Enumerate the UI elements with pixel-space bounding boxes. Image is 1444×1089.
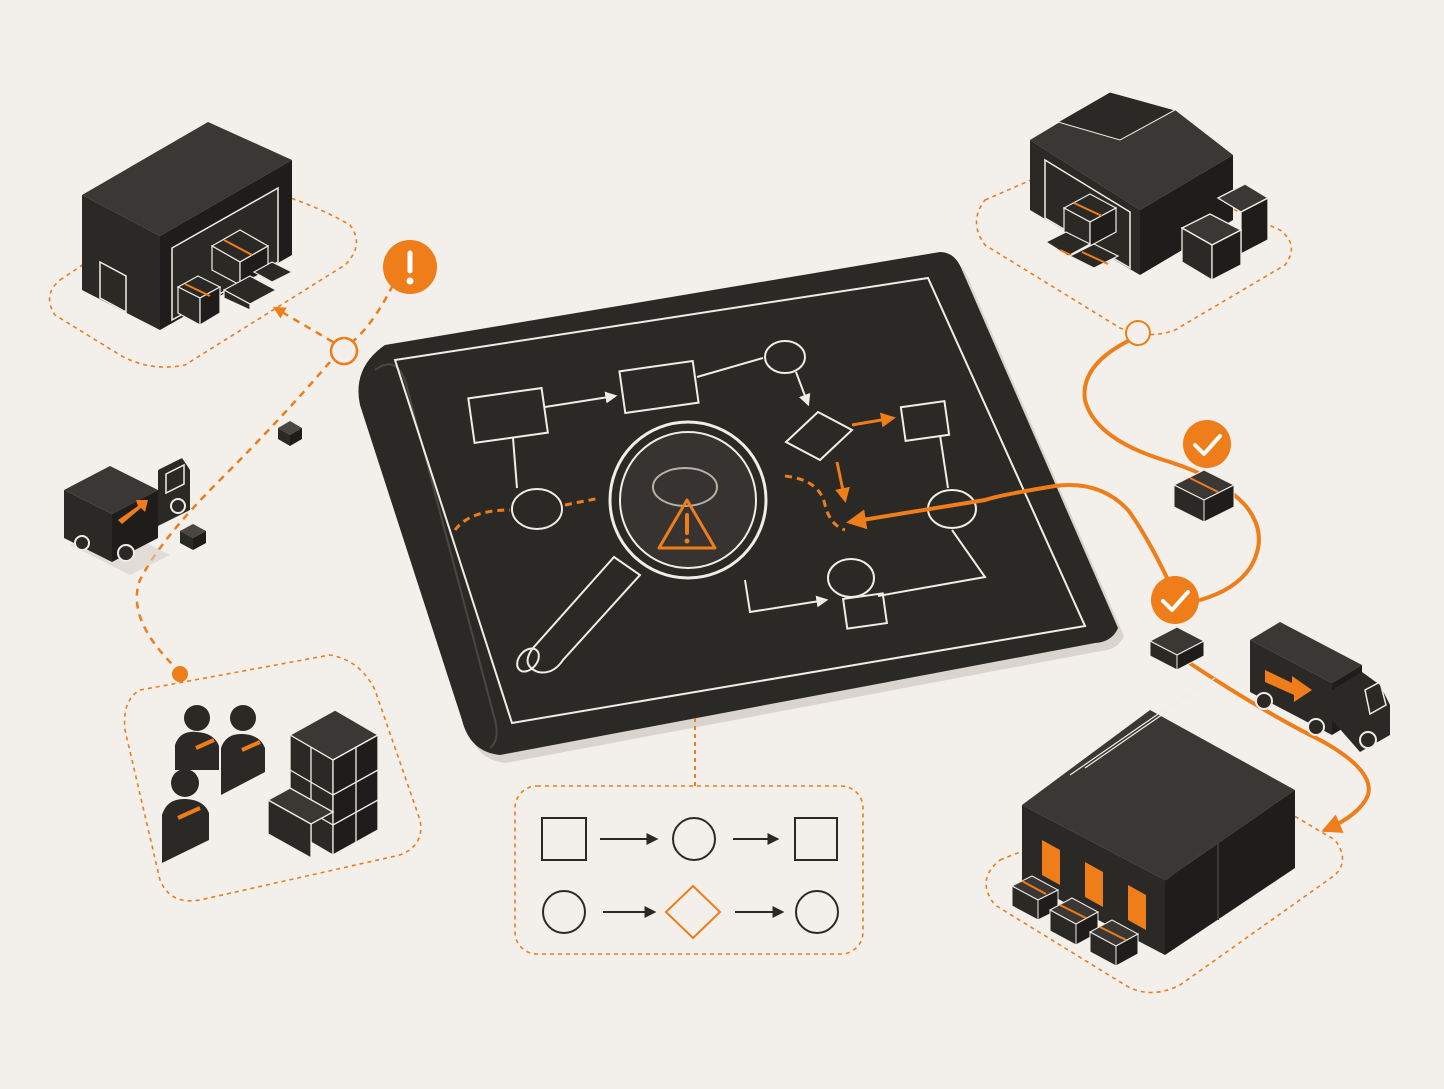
route-node-bottom: [172, 666, 188, 682]
zone-process-legend: [514, 785, 864, 955]
flow-node-top: [764, 340, 806, 374]
zone-top-left-warehouse: [48, 179, 358, 368]
delivery-truck-icon: [1250, 622, 1390, 752]
legend-circle: [795, 890, 839, 934]
flow-decision-diamond: [784, 410, 854, 462]
warning-alert-icon: [657, 498, 717, 550]
legend-square: [541, 817, 587, 861]
workers-icon: [162, 705, 265, 863]
flow-step-box-3: [899, 399, 951, 443]
legend-diamond: [664, 884, 722, 940]
worker-figure: [175, 705, 219, 770]
flow-step-box-2: [618, 359, 700, 415]
blueprint-board: [358, 252, 1124, 763]
package-icon: [278, 421, 302, 446]
process-flowchart: [467, 340, 987, 630]
stacked-packages-icon: [266, 709, 380, 860]
legend-row-2: [542, 884, 839, 940]
warning-alert-icon: [383, 240, 437, 294]
distribution-center-icon: [1010, 677, 1295, 967]
legend-row-1: [541, 817, 838, 861]
route-node-right: [1125, 320, 1151, 346]
worker-figure: [162, 769, 209, 863]
legend-circle: [672, 817, 716, 861]
legend-circle: [542, 890, 586, 934]
checkmark-icon: [1183, 420, 1231, 468]
flow-step-box-4: [841, 592, 889, 630]
delivery-truck-icon: [64, 457, 190, 575]
package-icon: [1148, 626, 1206, 671]
arrow-icon: [118, 500, 148, 524]
flow-node-left: [511, 488, 563, 530]
process-legend: [541, 718, 839, 940]
right-route: [1053, 331, 1371, 833]
warehouse-icon: [82, 122, 294, 330]
zone-top-right-warehouse: [975, 149, 1293, 336]
flow-step-box-1: [467, 386, 549, 445]
arrow-icon: [1265, 670, 1312, 702]
package-icon: [1172, 469, 1236, 523]
package-icon: [180, 524, 206, 550]
magnifying-glass-icon: [516, 420, 768, 674]
zone-bottom-left-workers: [123, 654, 422, 902]
checkmark-icon: [1151, 576, 1199, 624]
legend-square: [794, 817, 838, 861]
worker-figure: [221, 705, 265, 795]
route-node-left: [329, 336, 359, 366]
warehouse-icon: [1030, 91, 1270, 282]
